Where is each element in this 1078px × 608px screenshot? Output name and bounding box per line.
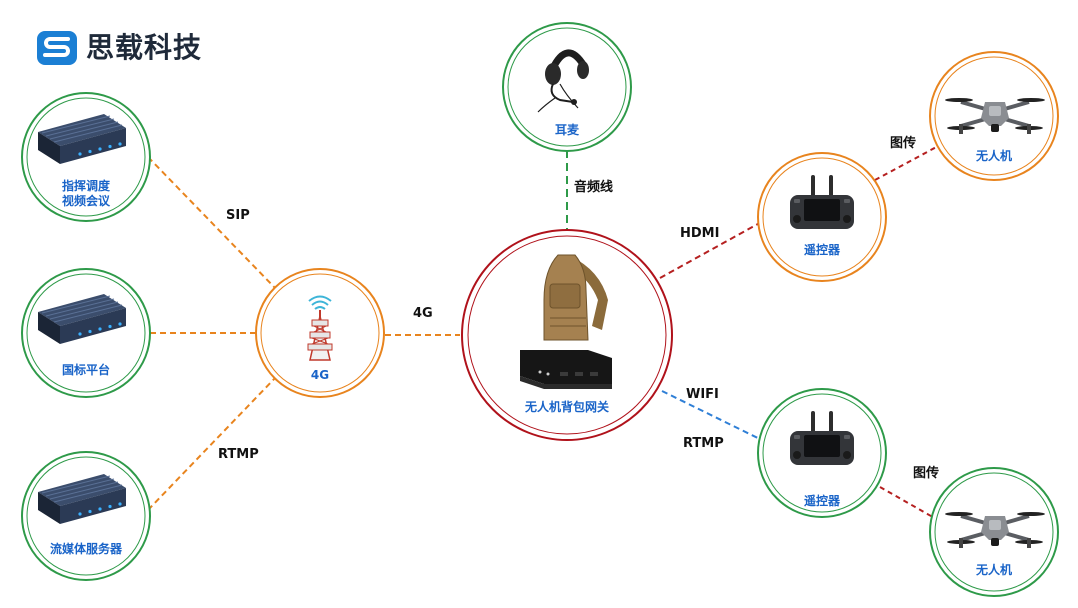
node-gb-platform: 国标平台 (21, 268, 151, 398)
node-label-command-line2: 视频会议 (62, 193, 111, 208)
s-logo-icon (37, 31, 77, 65)
brand-logo: 思载科技 (36, 28, 236, 68)
link-label-hdmi: HDMI (680, 226, 719, 241)
link-label-transfer-top: 图传 (890, 135, 916, 151)
node-drone-top: 无人机 (929, 51, 1059, 181)
node-label-headset: 耳麦 (555, 122, 580, 137)
node-label-controller-top: 遥控器 (804, 242, 841, 257)
connectors (147, 143, 946, 525)
link-label-rtmp-left: RTMP (218, 447, 259, 462)
link-label-sip: SIP (226, 208, 250, 223)
node-label-gateway: 无人机背包网关 (524, 399, 609, 414)
node-label-drone-top: 无人机 (975, 148, 1012, 163)
node-label-media-server: 流媒体服务器 (50, 541, 123, 556)
node-4g-tower: 4G (255, 268, 385, 398)
node-backpack-gateway: 无人机背包网关 (461, 229, 673, 441)
node-media-server: 流媒体服务器 (21, 451, 151, 581)
node-controller-top: 遥控器 (757, 152, 887, 282)
node-controller-bottom: 遥控器 (757, 388, 887, 518)
link-media-to-tower (147, 375, 278, 511)
link-command-to-tower (147, 156, 278, 291)
link-label-4g: 4G (413, 306, 433, 321)
node-headset: 耳麦 (502, 22, 632, 152)
headset-icon (537, 49, 589, 113)
link-gateway-to-controller-bottom (661, 390, 771, 445)
node-drone-bottom: 无人机 (929, 467, 1059, 597)
cell-tower-icon (307, 295, 333, 361)
node-label-controller-bottom: 遥控器 (804, 493, 841, 508)
link-controller-top-to-drone-top (874, 143, 943, 181)
node-label-4g: 4G (311, 368, 329, 382)
link-label-wifi: WIFI (686, 387, 719, 402)
brand-name: 思载科技 (86, 31, 203, 64)
link-label-transfer-bottom: 图传 (913, 465, 939, 481)
node-label-command-line1: 指挥调度 (62, 178, 111, 193)
link-label-rtmp-right: RTMP (683, 436, 724, 451)
backpack-gateway-icon (520, 254, 612, 389)
link-label-audio: 音频线 (574, 179, 613, 195)
node-command-dispatch: 指挥调度 视频会议 (21, 92, 151, 222)
node-label-gb-platform: 国标平台 (62, 362, 110, 377)
node-label-drone-bottom: 无人机 (975, 562, 1012, 577)
link-controller-bottom-to-drone-bottom (879, 486, 946, 525)
